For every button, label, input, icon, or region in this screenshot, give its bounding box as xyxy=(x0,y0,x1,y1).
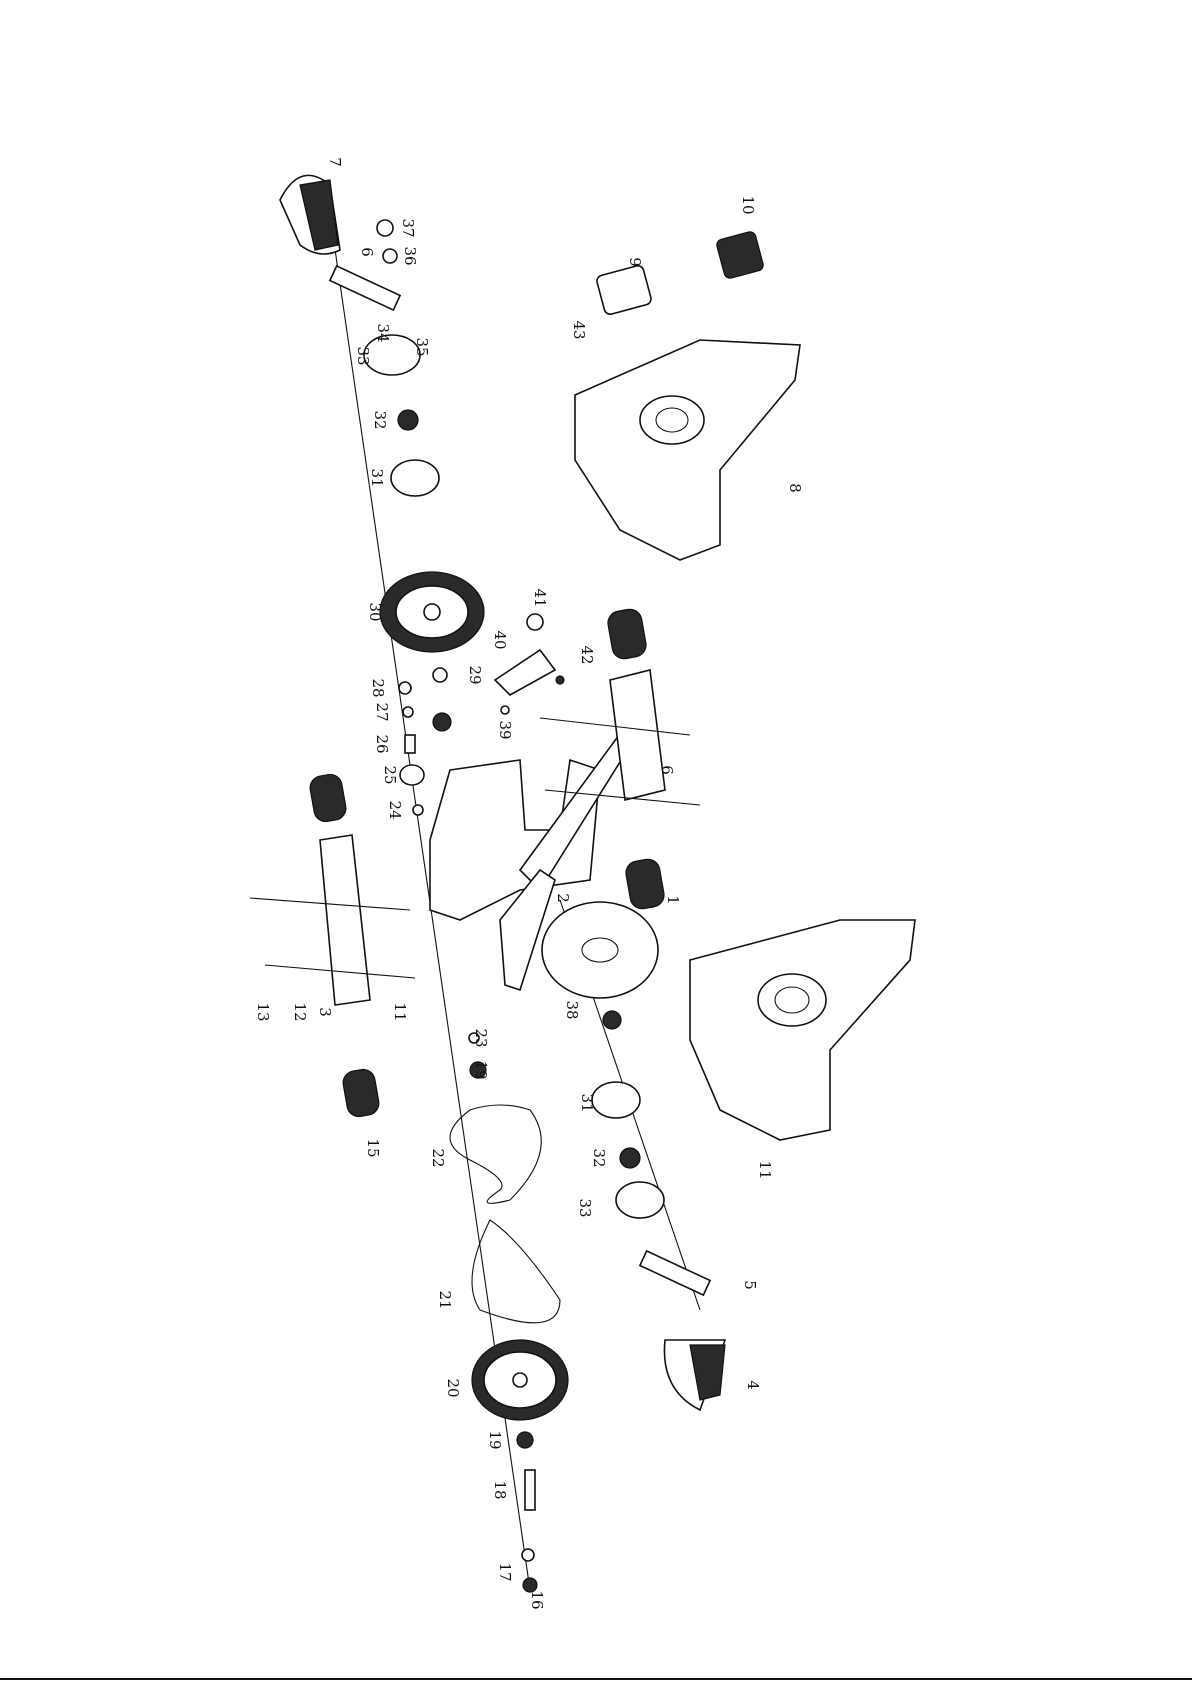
callout-26: 26 xyxy=(373,734,391,753)
callout-24: 24 xyxy=(386,800,404,819)
callout-43: 43 xyxy=(570,320,588,339)
handle-grip-top xyxy=(280,175,340,254)
console-9 xyxy=(596,264,653,315)
callout-38: 38 xyxy=(563,1000,581,1019)
bearing-25 xyxy=(400,765,424,785)
footer-rule xyxy=(0,1678,1192,1680)
callout-12: 12 xyxy=(291,1002,309,1021)
callout-32: 32 xyxy=(371,410,389,429)
bearing-19-low xyxy=(517,1432,533,1448)
callout-31: 31 xyxy=(368,468,386,487)
washer-27 xyxy=(403,707,413,717)
nut-17 xyxy=(522,1549,534,1561)
callout-42: 42 xyxy=(578,645,596,664)
callout-11b: 11 xyxy=(756,1160,774,1179)
callout-16: 16 xyxy=(528,1590,546,1609)
bolt-26 xyxy=(405,735,415,753)
callout-25: 25 xyxy=(381,765,399,784)
callout-17: 17 xyxy=(496,1562,514,1581)
flange-31-top xyxy=(391,460,439,496)
callout-6: 6 xyxy=(358,247,376,257)
callout-30: 30 xyxy=(366,602,384,621)
nut-39 xyxy=(501,706,509,714)
callout-22: 22 xyxy=(429,1148,447,1167)
callout-8: 8 xyxy=(786,483,804,493)
flange-31-low xyxy=(592,1082,640,1118)
nut-42 xyxy=(556,676,564,684)
callout-21: 21 xyxy=(436,1290,454,1309)
bearing-32 xyxy=(398,410,418,430)
callout-34: 34 xyxy=(374,323,392,342)
callout-39: 39 xyxy=(496,720,514,739)
callout-36: 36 xyxy=(401,246,419,265)
flywheel-30 xyxy=(380,572,484,652)
bearing-lower xyxy=(603,1011,621,1029)
nut-28 xyxy=(399,682,411,694)
washer-24 xyxy=(413,805,423,815)
callout-28: 28 xyxy=(369,678,387,697)
callout-15: 15 xyxy=(364,1138,382,1157)
bearing-36 xyxy=(383,249,397,263)
callout-13: 13 xyxy=(254,1002,272,1021)
callout-1: 1 xyxy=(664,895,682,905)
callout-11: 11 xyxy=(391,1002,409,1021)
pedal-4 xyxy=(664,1340,725,1410)
flange-33-low xyxy=(616,1182,664,1218)
crank-arm-5 xyxy=(640,1251,710,1295)
stabilizer-3 xyxy=(308,773,381,1119)
callout-27: 27 xyxy=(373,702,391,721)
bearing-axle xyxy=(433,713,451,731)
tension-knob-10 xyxy=(716,231,765,280)
cover-disc-38 xyxy=(542,902,658,998)
nut-29 xyxy=(433,668,447,682)
callout-10: 10 xyxy=(739,195,757,214)
callout-35: 35 xyxy=(413,337,431,356)
callout-20: 20 xyxy=(444,1378,462,1397)
callout-40: 40 xyxy=(491,630,509,649)
callout-5: 5 xyxy=(741,1280,759,1290)
callout-4: 4 xyxy=(744,1380,762,1390)
callout-19b: 19 xyxy=(486,1430,504,1449)
callout-6b: 6 xyxy=(658,765,676,775)
callout-3: 3 xyxy=(316,1007,334,1017)
callout-33b: 33 xyxy=(576,1198,594,1217)
axle-18 xyxy=(525,1470,535,1510)
callout-19: 19 xyxy=(472,1060,490,1079)
callout-31b: 31 xyxy=(578,1093,596,1112)
shroud-right xyxy=(575,340,800,560)
callout-23: 23 xyxy=(472,1028,490,1047)
pulley-20 xyxy=(472,1340,568,1420)
callout-37: 37 xyxy=(399,218,417,237)
callout-7: 7 xyxy=(326,157,344,167)
bearing-37 xyxy=(377,220,393,236)
callout-2: 2 xyxy=(554,893,572,903)
callout-32b: 32 xyxy=(590,1148,608,1167)
knob-41 xyxy=(527,614,543,630)
belt-21 xyxy=(472,1220,560,1323)
shroud-left xyxy=(690,920,915,1140)
tensioner-40 xyxy=(495,650,555,695)
bearing-32-low xyxy=(620,1148,640,1168)
callout-18: 18 xyxy=(491,1480,509,1499)
callout-29: 29 xyxy=(466,665,484,684)
callout-33: 33 xyxy=(354,346,372,365)
belt-22 xyxy=(450,1105,541,1203)
callout-9: 9 xyxy=(626,257,644,267)
callout-41: 41 xyxy=(531,588,549,607)
